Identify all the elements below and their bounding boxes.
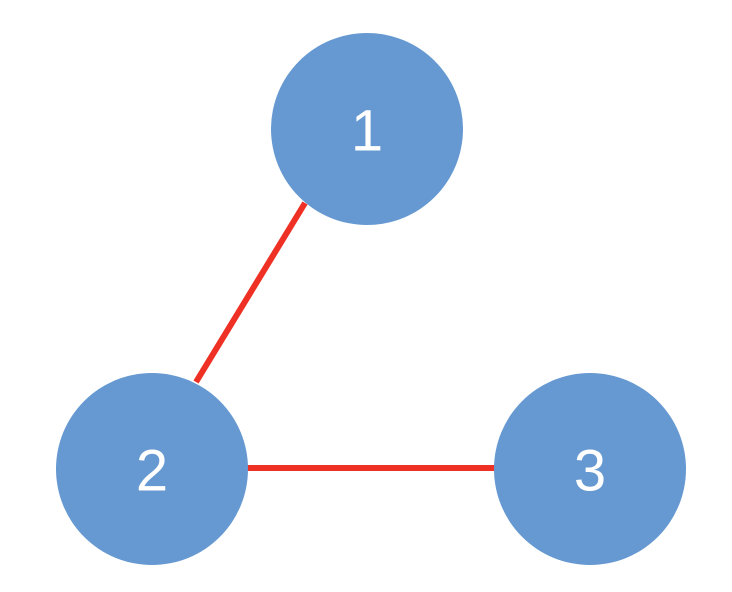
node-circle-1[interactable]	[271, 33, 463, 225]
node-label-1: 1	[351, 99, 383, 164]
node-circle-2[interactable]	[56, 373, 248, 565]
graph-node-1[interactable]: 1	[271, 33, 463, 225]
node-label-2: 2	[136, 439, 168, 504]
edge-layer	[193, 201, 495, 471]
graph-edge-1-2[interactable]	[193, 201, 308, 384]
graph-node-2[interactable]: 2	[56, 373, 248, 565]
node-layer: 1 2 3	[56, 33, 686, 565]
graph-node-3[interactable]: 3	[494, 373, 686, 565]
node-circle-3[interactable]	[494, 373, 686, 565]
node-label-3: 3	[574, 439, 606, 504]
